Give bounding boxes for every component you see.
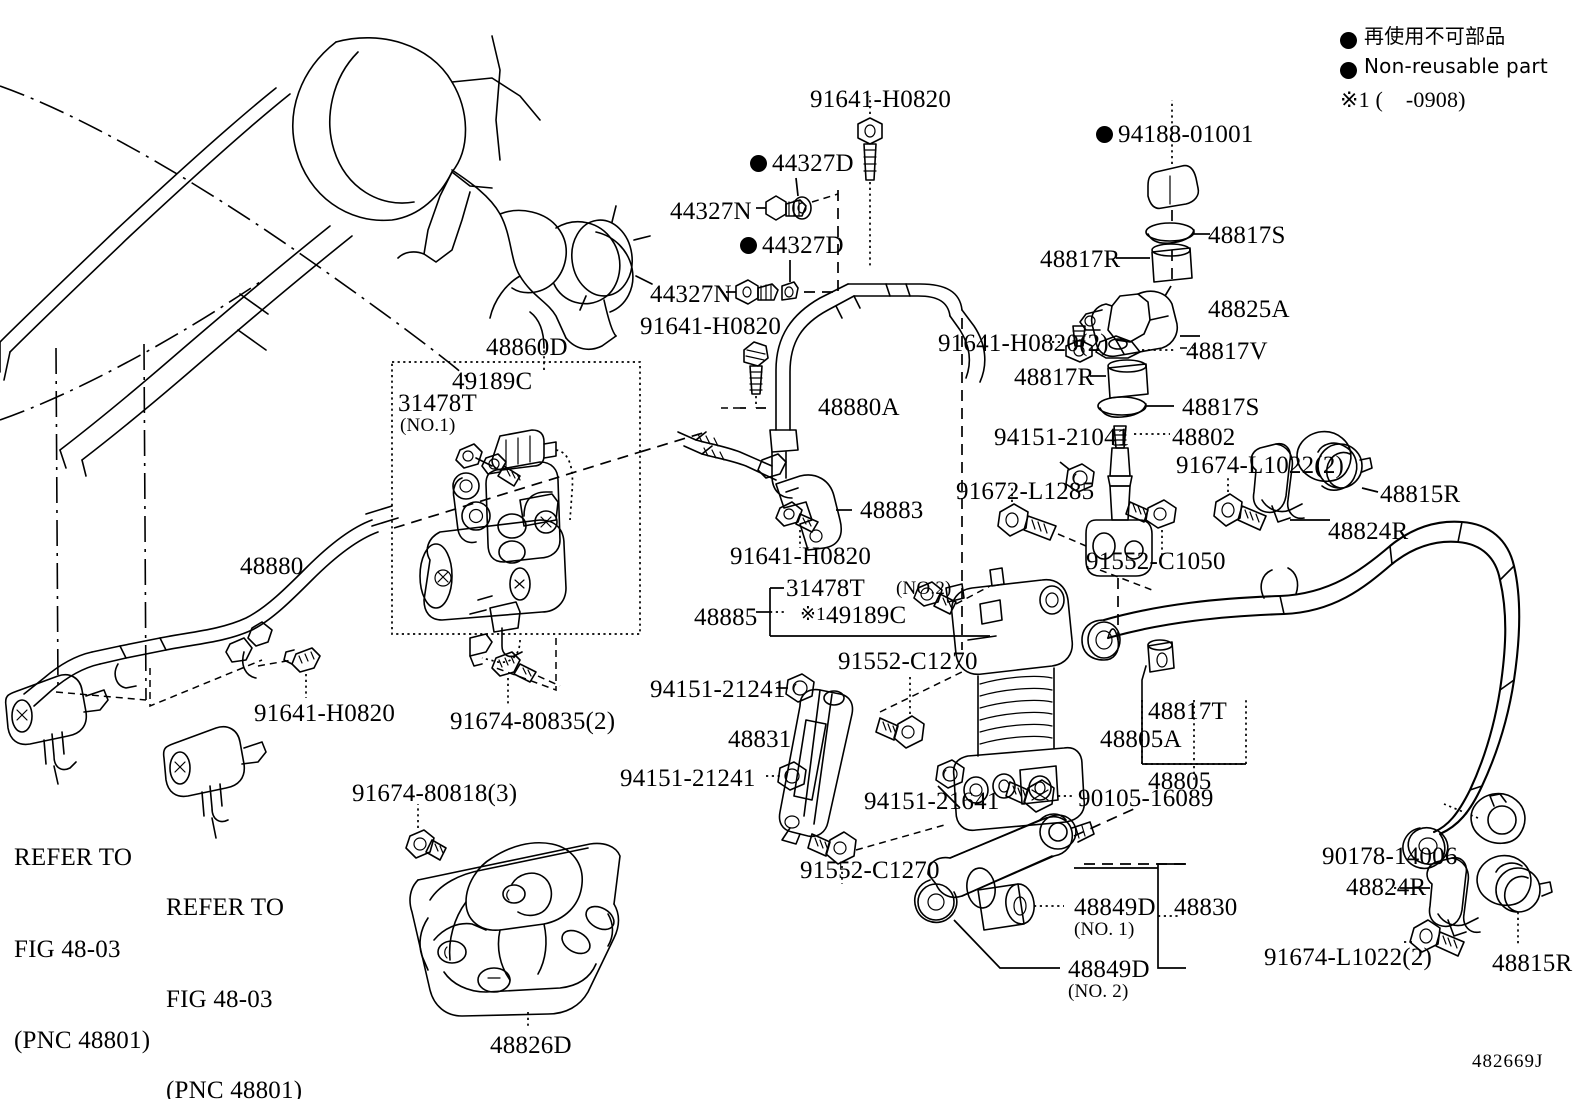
legend-english-text: Non-reusable part: [1364, 54, 1548, 78]
refer-to-block-2: REFER TO FIG 48-03 (PNC 48801): [166, 832, 302, 1099]
legend-note-text: ※1 ( -0908): [1340, 87, 1466, 112]
callout-49189C-inset: 49189C: [452, 368, 533, 395]
bullet-44327D-lower: [740, 237, 757, 254]
lower-arm-48831: [766, 669, 967, 884]
callout-48802: 48802: [1172, 424, 1236, 451]
callout-48849D-no1-suffix: (NO. 1): [1074, 919, 1135, 940]
callout-91641-H0820-left: 91641-H0820: [254, 700, 396, 727]
bullet-94188-01001: [1096, 126, 1113, 143]
bolt-91674-80835: [491, 651, 561, 706]
shock-absorber-48802: [997, 425, 1177, 640]
callout-48880A: 48880A: [818, 394, 900, 421]
callout-94151-21241-upper: 94151-21241: [650, 676, 786, 703]
callout-48817R-upper: 48817R: [1040, 246, 1121, 273]
callout-31478T-no2: 31478T: [786, 575, 865, 602]
callout-48805: 48805: [1148, 768, 1212, 795]
refer-to-line3: (PNC 48801): [166, 1077, 303, 1099]
callout-91674-L1022-lower: 91674-L1022(2): [1264, 944, 1433, 971]
suspension-arm-48830: [914, 807, 1137, 969]
brake-hose-48880A: [677, 283, 986, 499]
callout-48805A: 48805A: [1100, 726, 1182, 753]
legend-japanese-text: 再使用不可部品: [1364, 24, 1506, 48]
callout-note-mark-49189C: ※1: [800, 604, 826, 625]
callout-48817S-upper: 48817S: [1208, 222, 1286, 249]
callout-48815R-upper: 48815R: [1380, 481, 1461, 508]
callout-91672-L1285: 91672-L1285: [956, 478, 1095, 505]
callout-48826D: 48826D: [490, 1032, 572, 1059]
refer-to-line3: (PNC 48801): [14, 1027, 151, 1054]
legend-bullet-english: [1340, 62, 1357, 79]
callout-48815R-lower: 48815R: [1492, 950, 1573, 977]
callout-49189C-main: 49189C: [826, 602, 907, 629]
refer-to-line1: REFER TO: [166, 894, 285, 921]
stabilizer-bushing-lower-right: [1394, 792, 1553, 957]
callout-94151-21241-lower: 94151-21241: [620, 765, 756, 792]
callout-91641-H0820-2: 91641-H0820(2): [938, 330, 1109, 357]
callout-31478T-no1-suffix: (NO.1): [400, 415, 456, 436]
legend-bullet-japanese: [1340, 32, 1357, 49]
callout-91641-H0820-48883: 91641-H0820: [730, 543, 872, 570]
rear-axle-housing-illustration: [0, 35, 653, 477]
figure-code: 482669J: [1472, 1051, 1544, 1072]
callout-48817S-lower: 48817S: [1182, 394, 1260, 421]
callout-48817T: 48817T: [1148, 698, 1227, 725]
callout-91641-H0820-top: 91641-H0820: [810, 86, 952, 113]
callout-90105-16089: 90105-16089: [1078, 785, 1214, 812]
stabilizer-bracket-column: [1052, 100, 1210, 419]
callout-48824R-lower: 48824R: [1346, 874, 1427, 901]
callout-91552-C1270-upper: 91552-C1270: [838, 648, 978, 675]
callout-48885: 48885: [694, 604, 758, 631]
callout-94188-01001: 94188-01001: [1118, 121, 1254, 148]
callout-91552-C1050: 91552-C1050: [1086, 548, 1226, 575]
callout-48825A: 48825A: [1208, 296, 1290, 323]
callout-48883: 48883: [860, 497, 924, 524]
bolt-91641-top: [857, 96, 883, 266]
callout-44327N-lower: 44327N: [650, 281, 732, 308]
bracket-48883: [775, 474, 852, 551]
bolt-91641-center: [720, 341, 769, 409]
callout-94151-21041: 94151-21041: [994, 424, 1130, 451]
callout-44327N-upper: 44327N: [670, 198, 752, 225]
abs-actuator-inset: [391, 361, 641, 667]
callout-48880: 48880: [240, 553, 304, 580]
callout-91674-80835: 91674-80835(2): [450, 708, 616, 735]
callout-48817V: 48817V: [1186, 338, 1268, 365]
callout-44327D-upper: 44327D: [772, 150, 854, 177]
callout-91674-L1022-upper: 91674-L1022(2): [1176, 452, 1345, 479]
callout-91674-80818: 91674-80818(3): [352, 780, 518, 807]
refer-to-line2: FIG 48-03: [14, 935, 121, 963]
callout-44327D-lower: 44327D: [762, 232, 844, 259]
callout-48824R-upper: 48824R: [1328, 518, 1409, 545]
callout-48849D-no1: 48849D: [1074, 894, 1156, 921]
callout-48831: 48831: [728, 726, 792, 753]
callout-48849D-no2-suffix: (NO. 2): [1068, 981, 1129, 1002]
refer-to-line2: FIG 48-03: [166, 985, 273, 1013]
refer-to-block-1: REFER TO FIG 48-03 (PNC 48801): [14, 782, 150, 1099]
stabilizer-bar: [1081, 520, 1521, 870]
callout-91552-C1270-lower: 91552-C1270: [800, 857, 940, 884]
callout-90178-14006: 90178-14006: [1322, 843, 1458, 870]
bolt-91641-left: [257, 647, 321, 698]
callout-48817R-lower: 48817R: [1014, 364, 1095, 391]
callout-48830: 48830: [1174, 894, 1238, 921]
fittings-44327: [726, 177, 839, 305]
callout-31478T-no2-suffix: (NO.2): [896, 578, 952, 599]
strut-knuckle-assembly: [913, 567, 1086, 832]
callout-48860D: 48860D: [486, 334, 568, 361]
callout-91641-H0820-center: 91641-H0820: [640, 313, 782, 340]
refer-to-line1: REFER TO: [14, 844, 133, 871]
brake-tube-48880: [4, 505, 399, 839]
callout-94151-21641: 94151-21641: [864, 788, 1000, 815]
callout-31478T-no1: 31478T: [398, 390, 477, 417]
stabilizer-bushing-upper-right: [1213, 430, 1379, 531]
dust-shield-48826D: [405, 804, 621, 1028]
bullet-44327D-upper: [750, 155, 767, 172]
callout-48849D-no2: 48849D: [1068, 956, 1150, 983]
